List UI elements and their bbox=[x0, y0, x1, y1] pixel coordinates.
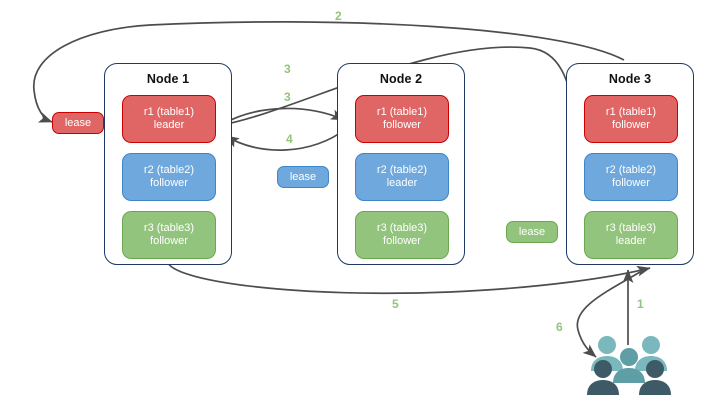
lease-badge-blue[interactable]: lease bbox=[277, 166, 329, 188]
node-3-replica-r2[interactable]: r2 (table2) follower bbox=[584, 153, 678, 201]
node-3-replica-r3-line1: r3 (table3) bbox=[605, 222, 657, 235]
node-1-replica-r3[interactable]: r3 (table3) follower bbox=[122, 211, 216, 259]
node-1-replica-r1[interactable]: r1 (table1) leader bbox=[122, 95, 216, 143]
node-1-title: Node 1 bbox=[146, 72, 190, 86]
users-group-icon bbox=[587, 336, 671, 395]
node-1-replica-r1-line1: r1 (table1) bbox=[143, 106, 195, 119]
node-2-replica-r1[interactable]: r1 (table1) follower bbox=[355, 95, 449, 143]
node-2-replica-r1-line2: follower bbox=[383, 119, 421, 131]
edge-label-3-lower: 3 bbox=[284, 90, 291, 104]
edge-label-3-upper: 3 bbox=[284, 62, 291, 76]
node-3-replica-r1[interactable]: r1 (table1) follower bbox=[584, 95, 678, 143]
node-3-replica-r2-line1: r2 (table2) bbox=[605, 164, 657, 177]
node-3-replica-r1-line2: follower bbox=[612, 119, 650, 131]
node-1-replica-r1-line2: leader bbox=[153, 119, 185, 131]
node-2-replica-r2-line2: leader bbox=[386, 177, 418, 189]
node-3-replica-r2-line2: follower bbox=[612, 177, 650, 189]
edge-5-path bbox=[167, 262, 651, 295]
node-2-replica-r3-line1: r3 (table3) bbox=[376, 222, 428, 235]
node-3-replica-r1-line1: r1 (table1) bbox=[605, 106, 657, 119]
node-2-title: Node 2 bbox=[379, 72, 423, 86]
node-2-replica-r2[interactable]: r2 (table2) leader bbox=[355, 153, 449, 201]
lease-badge-green[interactable]: lease bbox=[506, 221, 558, 243]
node-2-replica-r2-line1: r2 (table2) bbox=[376, 164, 428, 177]
node-3[interactable]: Node 3 r1 (table1) follower r2 (table2) … bbox=[566, 63, 694, 265]
node-3-replica-r3-line2: leader bbox=[615, 235, 647, 247]
edge-3b-path bbox=[222, 107, 345, 125]
node-1-replica-r2-line2: follower bbox=[150, 177, 188, 189]
edge-label-6: 6 bbox=[556, 320, 563, 334]
node-3-replica-r3[interactable]: r3 (table3) leader bbox=[584, 211, 678, 259]
node-2[interactable]: Node 2 r1 (table1) follower r2 (table2) … bbox=[337, 63, 465, 265]
node-2-replica-r3[interactable]: r3 (table3) follower bbox=[355, 211, 449, 259]
node-1[interactable]: Node 1 r1 (table1) leader r2 (table2) fo… bbox=[104, 63, 232, 265]
edge-label-1: 1 bbox=[637, 297, 644, 311]
node-1-replica-r3-line1: r3 (table3) bbox=[143, 222, 195, 235]
node-1-replica-r2[interactable]: r2 (table2) follower bbox=[122, 153, 216, 201]
edge-label-5: 5 bbox=[392, 297, 399, 311]
node-1-replica-r2-line1: r2 (table2) bbox=[143, 164, 195, 177]
node-2-replica-r3-line2: follower bbox=[383, 235, 421, 247]
node-1-replica-r3-line2: follower bbox=[150, 235, 188, 247]
lease-badge-red[interactable]: lease bbox=[52, 112, 104, 134]
edge-label-2: 2 bbox=[335, 9, 342, 23]
node-2-replica-r1-line1: r1 (table1) bbox=[376, 106, 428, 119]
edge-label-4: 4 bbox=[286, 132, 293, 146]
node-3-title: Node 3 bbox=[608, 72, 652, 86]
